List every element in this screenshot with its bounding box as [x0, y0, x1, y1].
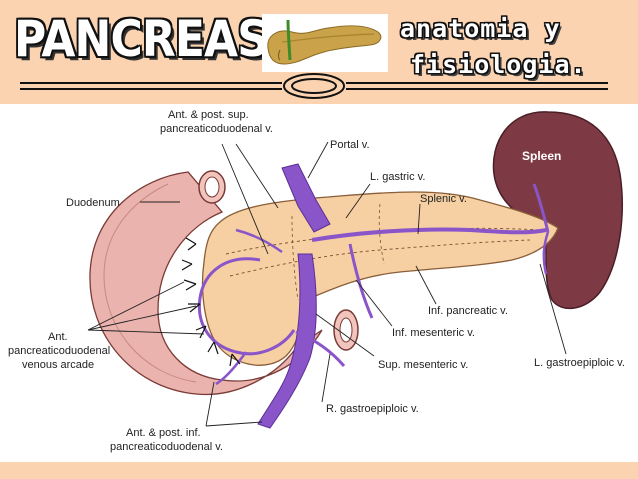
label-ant-post-inf-1: Ant. & post. inf.: [126, 427, 201, 439]
pancreas-shape: [203, 192, 558, 365]
label-sup-mesenteric-vein: Sup. mesenteric v.: [378, 359, 468, 371]
title-divider: [0, 72, 638, 102]
label-inf-pancreatic-vein: Inf. pancreatic v.: [428, 305, 508, 317]
subtitle-line-1: anatomia y: [400, 14, 561, 43]
label-duodenum: Duodenum: [66, 197, 120, 209]
label-l-gastric-vein: L. gastric v.: [370, 171, 425, 183]
label-ant-post-sup-2: pancreaticoduodenal v.: [160, 123, 273, 135]
label-ant-post-sup-1: Ant. & post. sup.: [168, 109, 249, 121]
label-inf-mesenteric-vein: Inf. mesenteric v.: [392, 327, 475, 339]
footer-band: [0, 462, 638, 479]
pancreas-thumbnail-image: [262, 14, 388, 72]
label-spleen: Spleen: [522, 149, 561, 163]
pancreas-diagram: Spleen: [0, 104, 638, 460]
label-ant-post-inf-2: pancreaticoduodenal v.: [110, 441, 223, 453]
label-l-gastroepiploic-vein: L. gastroepiploic v.: [534, 357, 625, 369]
label-r-gastroepiploic-vein: R. gastroepiploic v.: [326, 403, 419, 415]
label-ant-arcade-2: pancreaticoduodenal: [8, 345, 110, 357]
label-ant-arcade-1: Ant.: [48, 331, 68, 343]
label-ant-arcade-3: venous arcade: [22, 359, 94, 371]
label-portal-vein: Portal v.: [330, 139, 370, 151]
label-splenic-vein: Splenic v.: [420, 193, 467, 205]
slide-title: PANCREAS:: [14, 10, 285, 68]
